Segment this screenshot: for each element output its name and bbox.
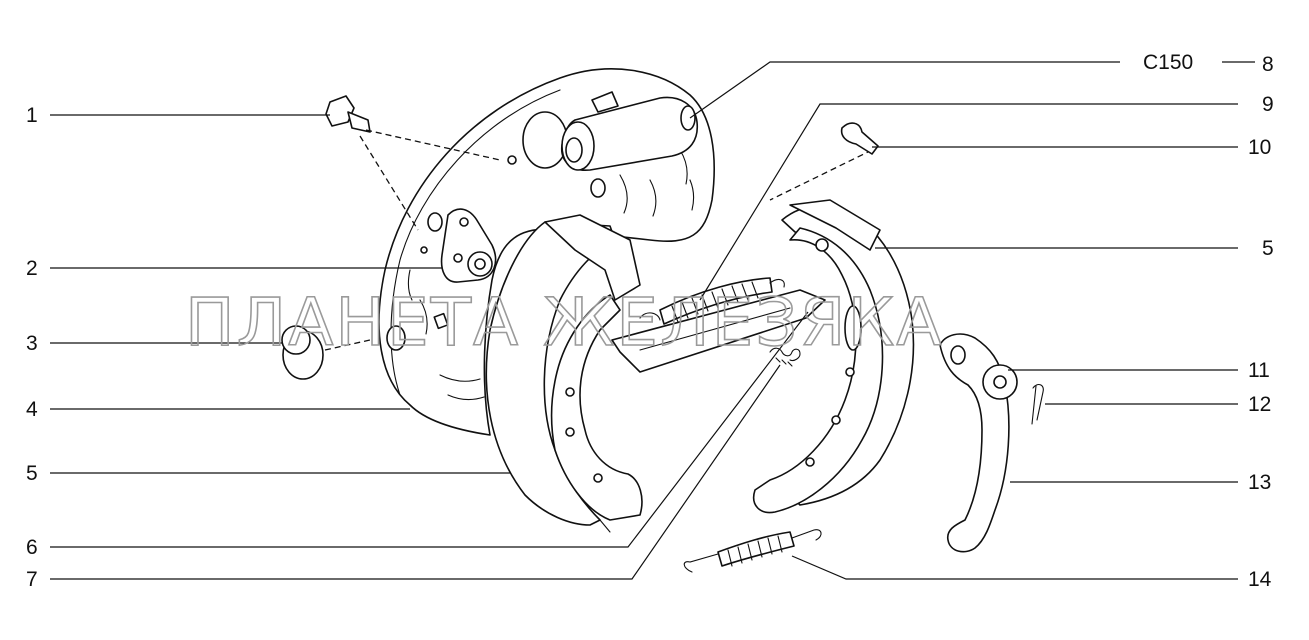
cotter-pin [1031, 383, 1044, 425]
pin [840, 122, 879, 155]
leader-6 [50, 311, 809, 548]
assembly-line [324, 339, 371, 351]
callout-11: 11 [1248, 359, 1270, 382]
leader-7 [50, 364, 781, 580]
lower-spring [683, 529, 822, 573]
callout-14: 14 [1248, 568, 1272, 591]
assembly-line [359, 135, 419, 231]
callout-9: 9 [1262, 93, 1274, 116]
callout-5-right: 5 [1262, 237, 1274, 260]
upper-spring [639, 277, 785, 325]
right-brake-shoe [753, 199, 915, 514]
spacer-bar [611, 289, 826, 373]
assembly-line [365, 129, 501, 161]
callout-labels: 1 2 3 4 5 6 7 C150 8 9 10 5 11 12 13 14 [26, 51, 1274, 591]
leader-14 [791, 555, 1238, 580]
callout-6: 6 [26, 536, 38, 559]
wheel-cylinder [561, 91, 699, 171]
part-code-label: C150 [1143, 51, 1193, 74]
callout-7: 7 [26, 568, 38, 591]
bolt [325, 95, 371, 133]
assembly-line [769, 149, 873, 201]
callout-10: 10 [1248, 136, 1271, 159]
leader-lines [50, 61, 1255, 580]
anchor-plate [440, 208, 497, 283]
callout-5-left: 5 [26, 462, 38, 485]
callout-8: 8 [1262, 53, 1274, 76]
leader-8 [689, 61, 1120, 119]
callout-13: 13 [1248, 471, 1271, 494]
watermark-text: ПЛАНЕТА ЖЕЛЕЗЯКА [185, 284, 943, 361]
callout-1: 1 [26, 104, 38, 127]
left-brake-shoe [485, 214, 643, 533]
rubber-plug [281, 325, 324, 380]
callout-3: 3 [26, 332, 38, 355]
washer [982, 364, 1018, 400]
leader-9 [699, 103, 1238, 301]
callout-4: 4 [26, 398, 38, 421]
callout-12: 12 [1248, 393, 1271, 416]
callout-2: 2 [26, 257, 38, 280]
